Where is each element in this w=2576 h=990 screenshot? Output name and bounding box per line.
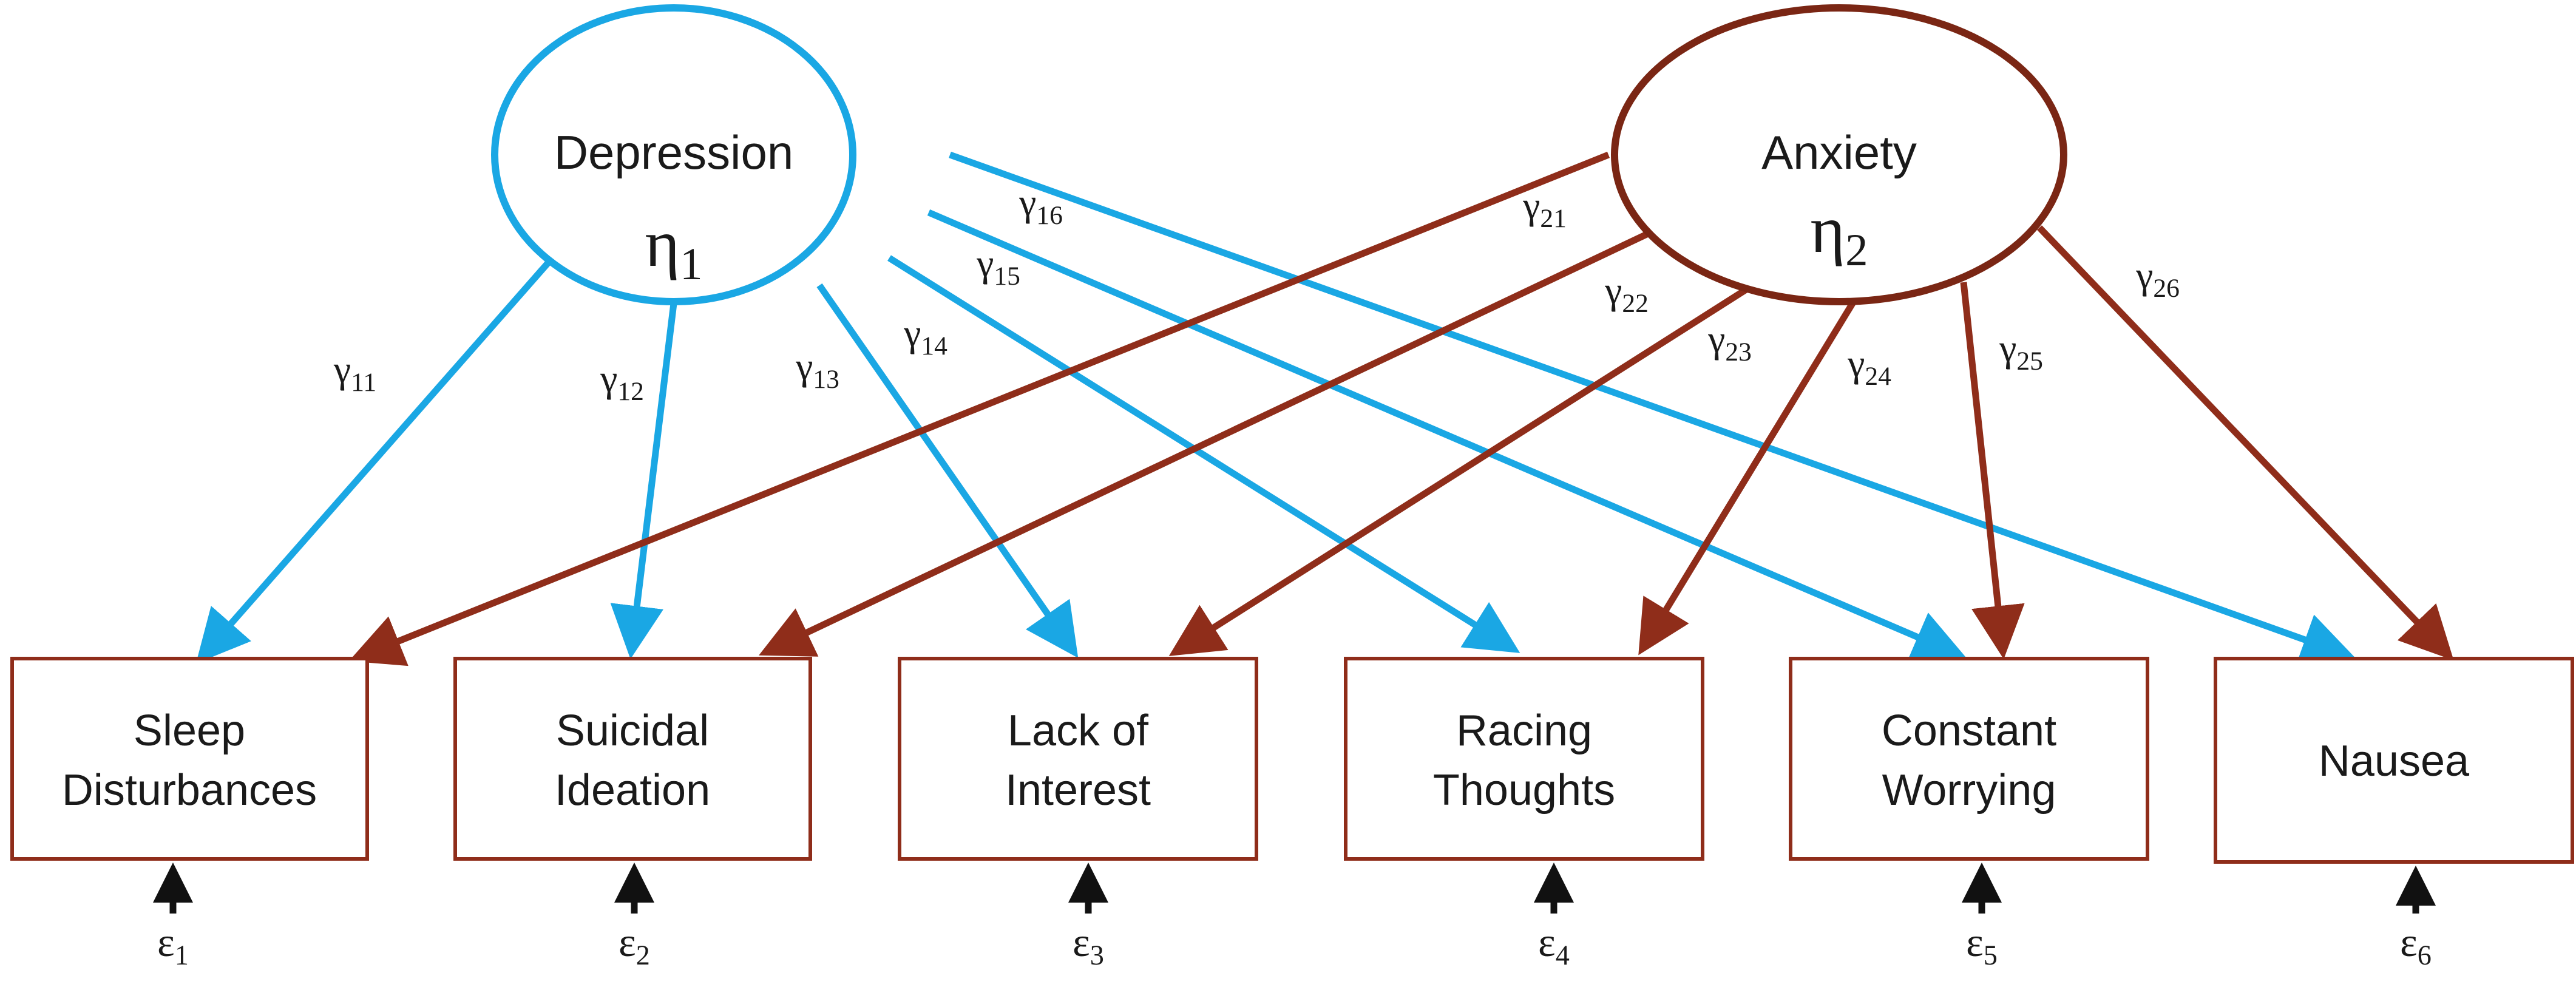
error-term-6: ε6 xyxy=(2396,866,2436,971)
indicator-nausea: Nausea xyxy=(2214,657,2574,864)
gamma-13-label: γ13 xyxy=(795,345,839,394)
path-coefficient-labels: γ11 γ12 γ13 γ14 γ15 γ16 γ21 γ22 γ23 γ24 … xyxy=(333,181,2180,406)
error-label: ε3 xyxy=(1073,919,1104,971)
error-label: ε5 xyxy=(1966,919,1998,971)
indicator-label-line1: Suicidal xyxy=(556,707,709,755)
indicator-box xyxy=(2214,657,2574,864)
depression-ellipse xyxy=(491,4,856,305)
indicator-label-line1: Lack of xyxy=(1008,707,1149,755)
error-term-2: ε2 xyxy=(614,863,654,971)
indicator-box xyxy=(10,657,369,861)
indicator-sleep-disturbances: Sleep Disturbances xyxy=(10,657,369,861)
gamma-14-label: γ14 xyxy=(903,311,947,361)
latent-anxiety: Anxiety η2 xyxy=(1611,4,2067,305)
error-label: ε6 xyxy=(2400,919,2432,971)
indicator-label-line2: Interest xyxy=(1005,766,1151,815)
gamma-25-label: γ25 xyxy=(1999,327,2043,376)
path-arrow-anxiety-to-lack-of-interest xyxy=(1168,285,1750,656)
gamma-22-label: γ22 xyxy=(1604,269,1649,318)
anxiety-eta-symbol: η2 xyxy=(1811,192,1868,276)
path-arrow-anxiety-to-constant-worrying xyxy=(1960,282,2025,659)
gamma-12-label: γ12 xyxy=(600,357,644,406)
indicator-box xyxy=(1344,657,1704,861)
indicator-suicidal-ideation: Suicidal Ideation xyxy=(453,657,812,861)
path-arrow-depression-to-sleep-disturbances xyxy=(195,256,555,664)
path-arrow-depression-to-lack-of-interest xyxy=(816,283,1079,659)
error-terms: ε1 ε2 ε3 ε4 ε5 ε6 xyxy=(153,863,2436,971)
error-term-4: ε4 xyxy=(1534,863,1574,971)
indicator-box xyxy=(453,657,812,861)
depression-label: Depression xyxy=(554,126,794,179)
indicator-constant-worrying: Constant Worrying xyxy=(1789,657,2149,861)
indicator-label-line2: Thoughts xyxy=(1433,766,1615,815)
gamma-21-label: γ21 xyxy=(1522,184,1567,233)
indicator-box xyxy=(1789,657,2149,861)
latent-depression: Depression η1 xyxy=(491,4,856,305)
gamma-15-label: γ15 xyxy=(976,242,1020,291)
gamma-23-label: γ23 xyxy=(1707,317,1752,367)
indicator-racing-thoughts: Racing Thoughts xyxy=(1344,657,1704,861)
anxiety-ellipse xyxy=(1611,4,2067,305)
error-term-5: ε5 xyxy=(1962,863,2002,971)
error-term-3: ε3 xyxy=(1068,863,1108,971)
depression-eta-symbol: η1 xyxy=(645,206,703,290)
path-arrow-depression-to-suicidal-ideation xyxy=(610,303,677,659)
path-arrows xyxy=(195,151,2454,666)
indicator-lack-of-interest: Lack of Interest xyxy=(898,657,1258,861)
error-term-1: ε1 xyxy=(153,863,193,971)
error-label: ε4 xyxy=(1538,919,1570,971)
path-arrow-depression-to-racing-thoughts xyxy=(887,255,1520,653)
indicator-label-line1: Nausea xyxy=(2319,737,2470,785)
indicator-label-line2: Disturbances xyxy=(62,766,317,815)
error-label: ε1 xyxy=(157,919,189,971)
path-arrow-anxiety-to-sleep-disturbances xyxy=(348,151,1610,666)
gamma-16-label: γ16 xyxy=(1019,181,1063,230)
gamma-11-label: γ11 xyxy=(333,348,376,397)
path-arrow-anxiety-to-suicidal-ideation xyxy=(759,231,1650,657)
gamma-26-label: γ26 xyxy=(2135,254,2180,303)
path-arrow-anxiety-to-nausea xyxy=(2037,225,2454,660)
gamma-24-label: γ24 xyxy=(1847,342,1891,391)
error-label: ε2 xyxy=(619,919,650,971)
indicator-box xyxy=(898,657,1258,861)
indicator-label-line1: Sleep xyxy=(134,707,245,755)
path-arrow-depression-to-constant-worrying xyxy=(927,209,1967,662)
indicator-label-line1: Racing xyxy=(1456,707,1592,755)
path-arrow-anxiety-to-racing-thoughts xyxy=(1638,299,1857,656)
path-arrow-depression-to-nausea xyxy=(949,151,2356,665)
anxiety-label: Anxiety xyxy=(1761,126,1917,179)
indicator-label-line2: Ideation xyxy=(555,766,710,815)
indicator-label-line1: Constant xyxy=(1882,707,2056,755)
indicator-label-line2: Worrying xyxy=(1882,766,2056,815)
